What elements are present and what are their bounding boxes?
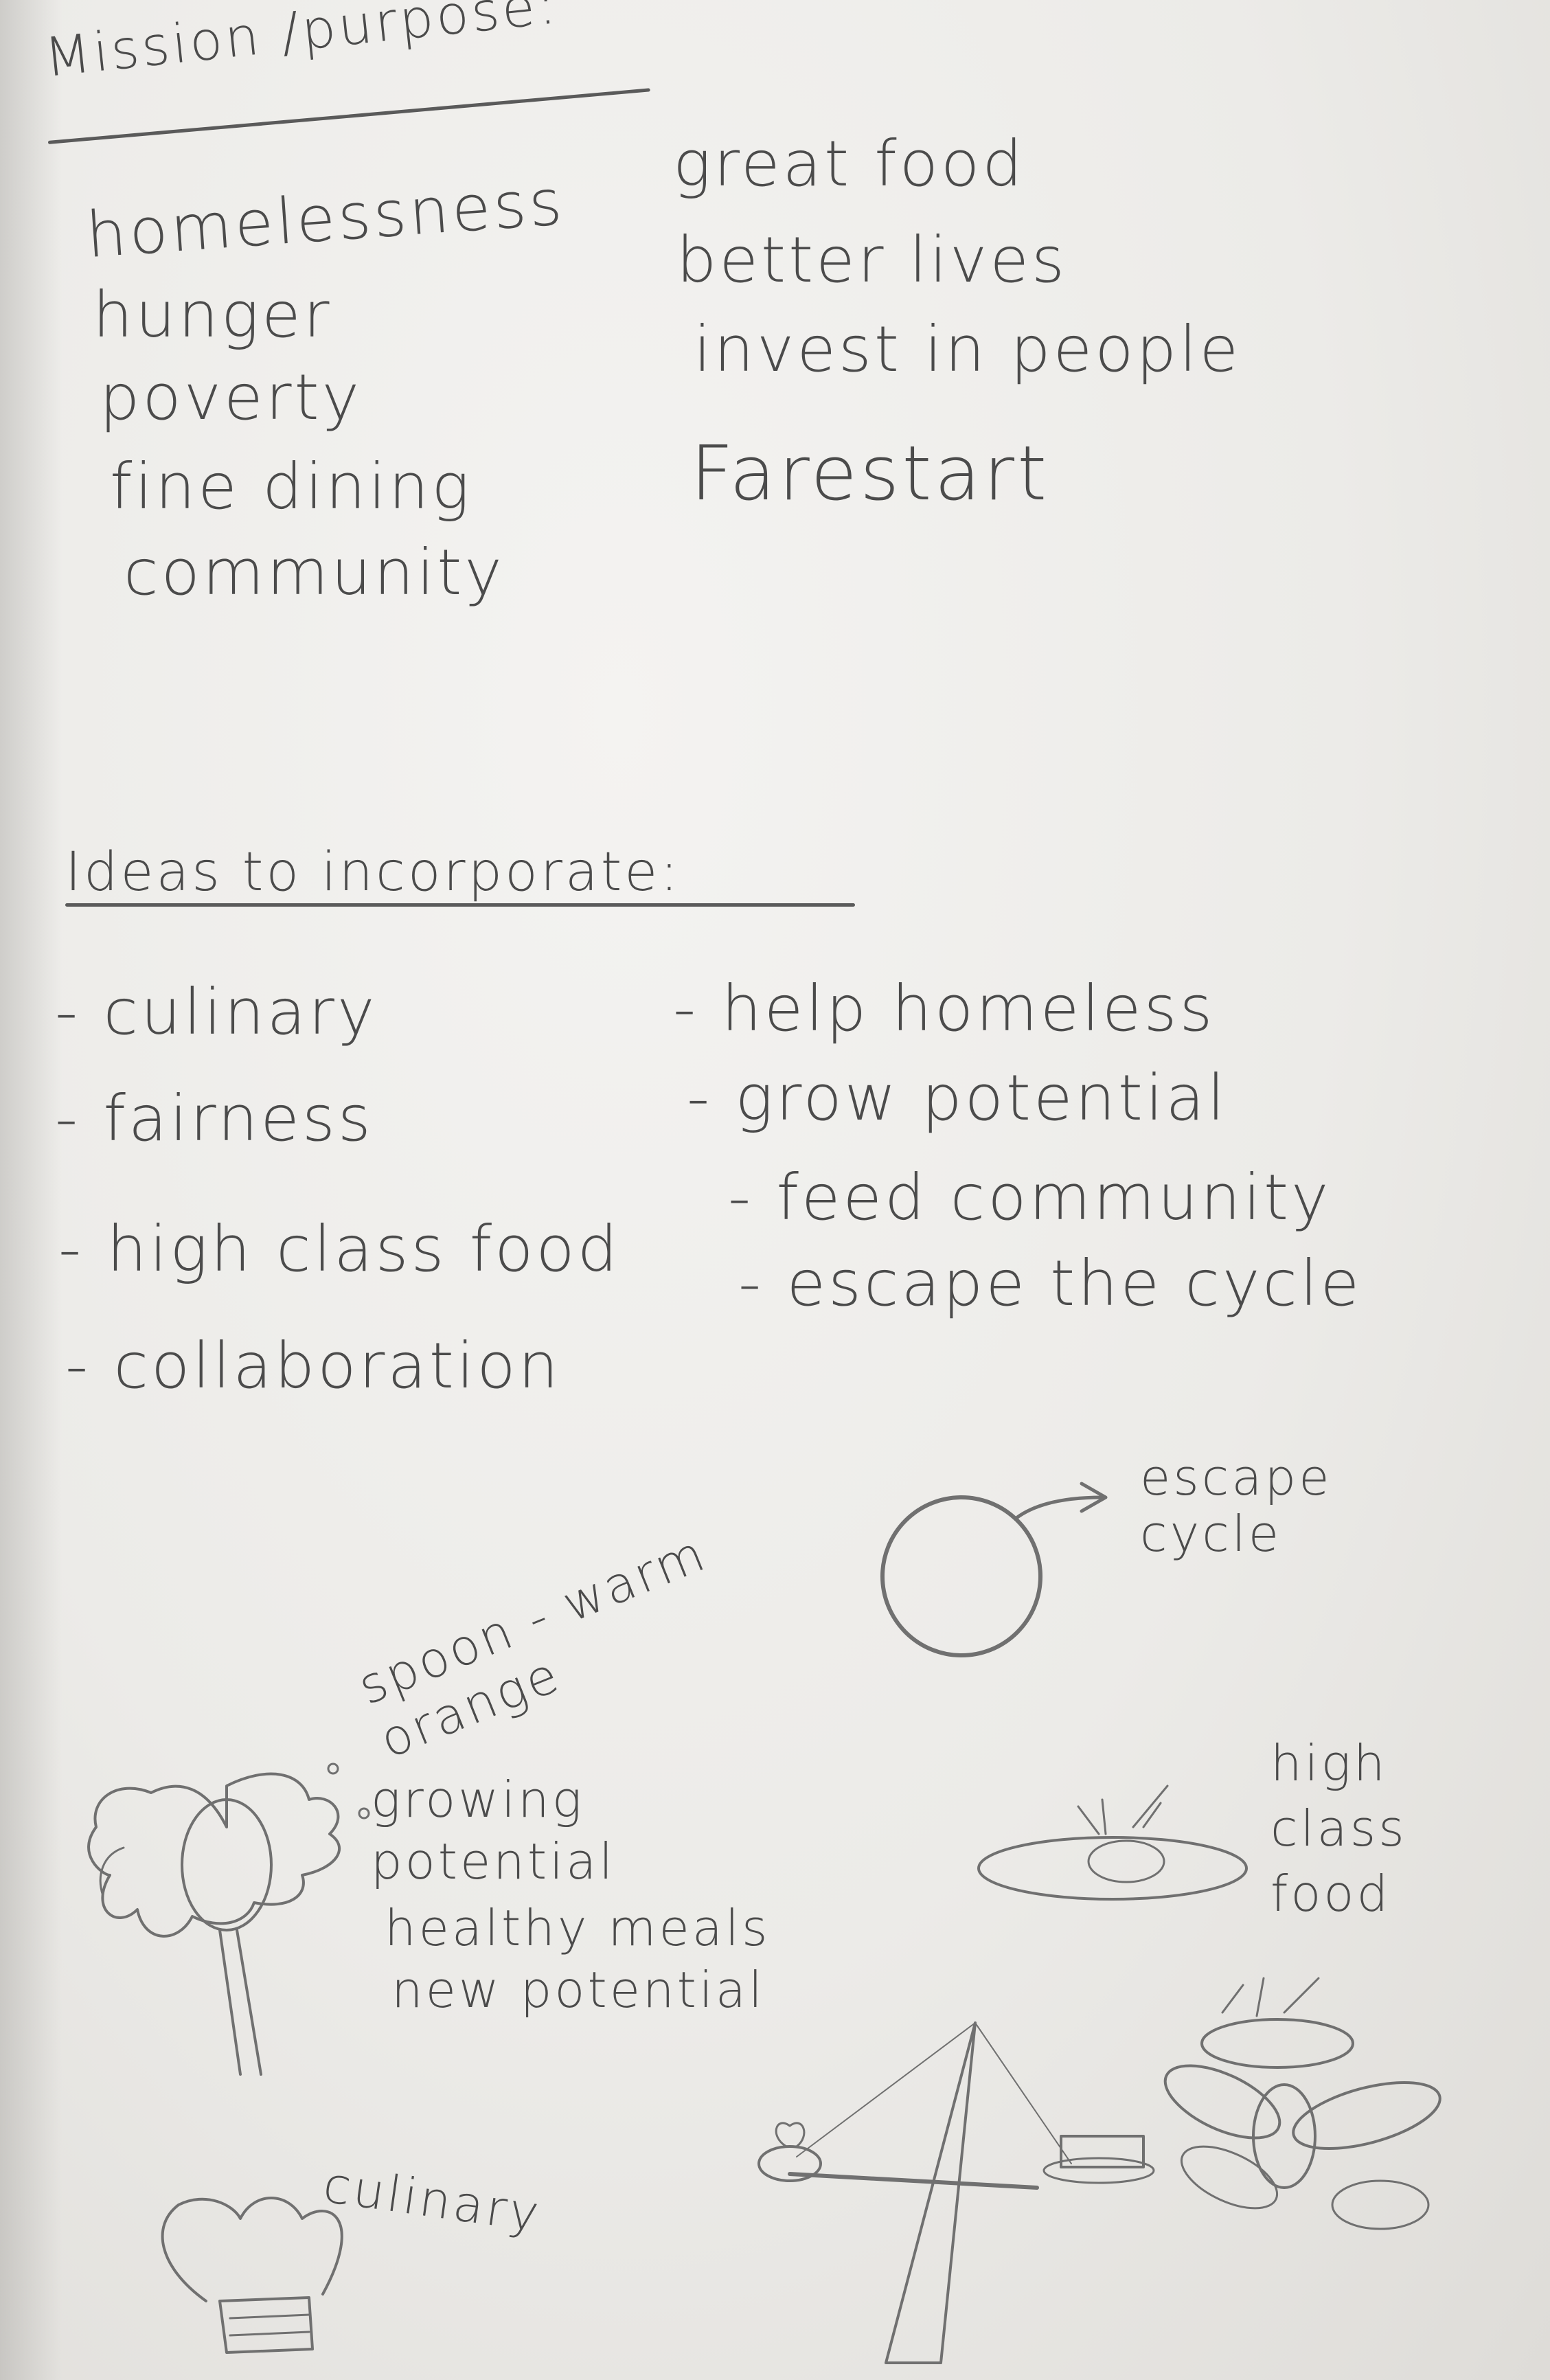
idea-item: - help homeless	[673, 972, 1216, 1045]
cycle-circle-icon	[880, 1482, 1108, 1657]
mission-word: better lives	[676, 223, 1067, 297]
ideas-heading: Ideas to incorporate:	[65, 841, 681, 903]
plates-stack-icon	[1163, 1977, 1441, 2230]
idea-item: - culinary	[55, 975, 378, 1049]
tree-bullet: new potential	[391, 1961, 765, 2019]
mission-word: hunger	[93, 278, 332, 352]
idea-item: - high class food	[58, 1212, 621, 1286]
balance-scale-icon	[757, 2021, 1155, 2364]
mission-word: poverty	[100, 361, 363, 434]
idea-item: - collaboration	[65, 1329, 561, 1403]
mission-word: Farestart	[690, 429, 1050, 517]
notebook-binding-shadow	[0, 0, 62, 2380]
idea-item: - feed community	[728, 1161, 1332, 1234]
idea-item: - escape the cycle	[738, 1247, 1363, 1320]
fine-dining-plate-icon	[977, 1784, 1248, 1901]
mission-word: community	[124, 536, 505, 609]
mission-word: invest in people	[694, 313, 1242, 386]
idea-item: - fairness	[55, 1082, 374, 1155]
mission-word: fine dining	[110, 450, 472, 523]
ideas-heading-underline	[65, 903, 855, 907]
chef-hat-icon	[161, 2197, 343, 2354]
plate-label: high class food	[1270, 1734, 1407, 1923]
tree-bullet: healthy meals	[385, 1899, 771, 1957]
cycle-label: escape cycle	[1140, 1449, 1332, 1563]
tree-bullet: growing potential	[371, 1771, 616, 1890]
tree-spoon-icon	[87, 1763, 370, 2076]
mission-word: great food	[673, 127, 1025, 201]
idea-item: - grow potential	[687, 1061, 1228, 1135]
